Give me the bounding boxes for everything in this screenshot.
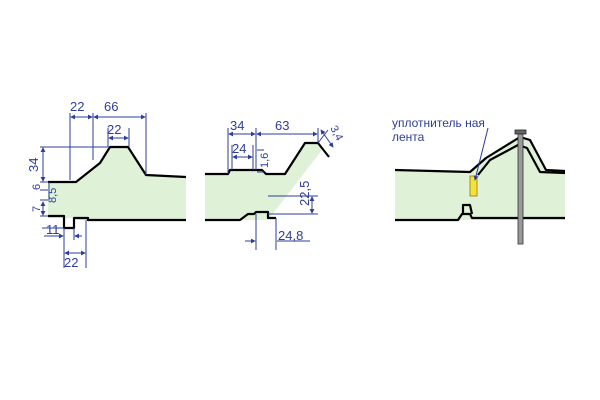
panel-left-core: [48, 147, 186, 220]
panel-left-bottom-skin: [48, 214, 186, 230]
sealing-tape: [469, 175, 478, 197]
label-sealing-tape-line2: лента: [392, 130, 425, 144]
panel-middle-bottom-skin: [205, 210, 276, 222]
panel-middle-top-skin: [205, 141, 330, 176]
dim-left-22-top: 22: [70, 99, 84, 114]
dim-middle-63: 63: [275, 118, 289, 133]
dim-left-6: 6: [31, 184, 43, 190]
fastener-screw: [517, 131, 524, 245]
dim-middle-3-4: 3,4: [327, 124, 345, 143]
dim-left-22-crest: 22: [107, 122, 121, 137]
dim-left-7: 7: [31, 206, 43, 212]
panel-middle: 34 63 24 1,6 3,4 22,5 24,8: [205, 118, 345, 250]
panel-left: 22 66 22 34 6 8,5 7 11 22: [26, 99, 187, 270]
dim-left-11: 11: [46, 222, 60, 237]
panel-right: уплотнитель ная лента: [392, 116, 566, 245]
dim-middle-34: 34: [230, 118, 244, 133]
dim-middle-24: 24: [232, 141, 246, 156]
dim-middle-24-8: 24,8: [278, 228, 303, 243]
dim-left-8-5: 8,5: [47, 188, 59, 203]
dim-left-66: 66: [104, 99, 118, 114]
label-leader-line: [473, 127, 489, 181]
dim-middle-1-6: 1,6: [259, 153, 271, 168]
dim-left-34: 34: [26, 158, 41, 172]
label-sealing-tape-line1: уплотнитель ная: [392, 116, 485, 130]
dim-left-22-bottom: 22: [64, 255, 78, 270]
panel-right-bottom-skin: [395, 212, 565, 222]
dim-middle-22-5: 22,5: [297, 181, 312, 206]
panel-right-core: [395, 137, 565, 220]
